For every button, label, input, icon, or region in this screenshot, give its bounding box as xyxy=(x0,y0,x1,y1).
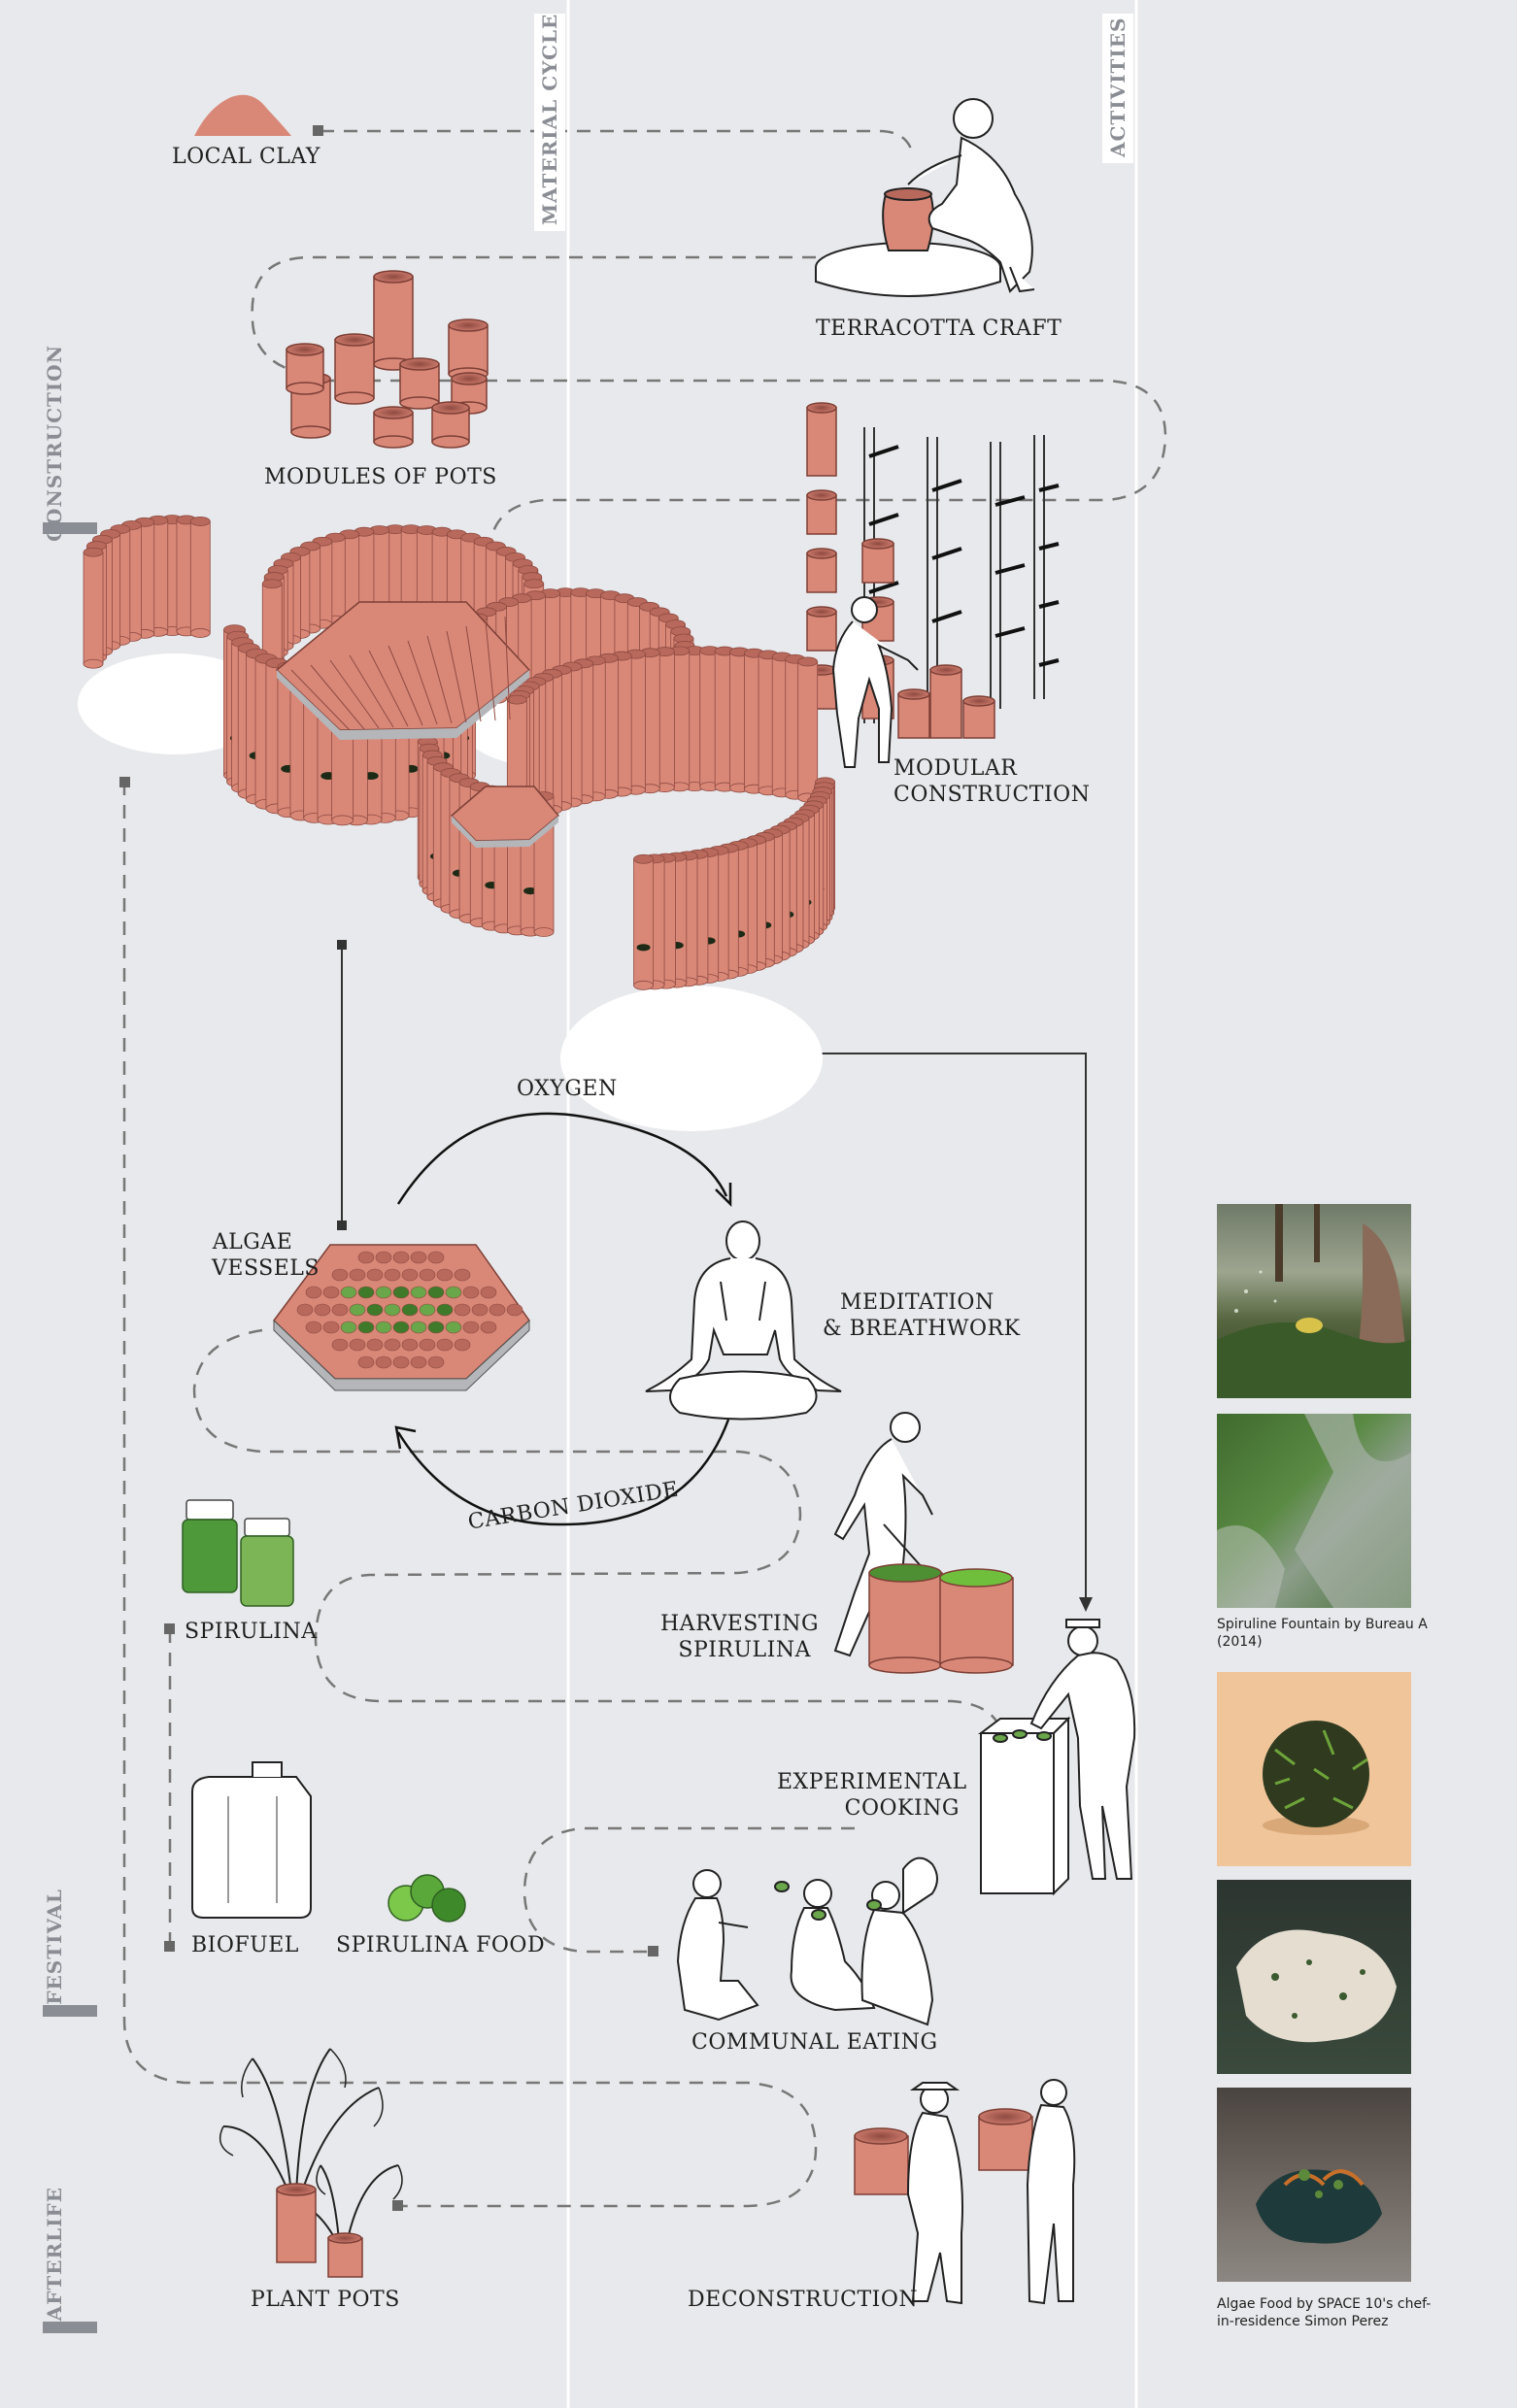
vessel-pot-grid xyxy=(296,1251,523,1369)
phase-festival-marker xyxy=(43,2005,97,2017)
photo-content xyxy=(1236,1929,1397,2043)
flow-node xyxy=(164,1941,175,1952)
modular-construction-label-line2: CONSTRUCTION xyxy=(893,783,1091,807)
photo-algae-food-3 xyxy=(1217,2088,1411,2282)
oxygen-arrow xyxy=(396,1112,728,1205)
spirulina-food-label: SPIRULINA FOOD xyxy=(336,1933,546,1957)
phase-afterlife-marker xyxy=(43,2322,97,2333)
flow-node xyxy=(648,1946,658,1956)
pavilion-pot-walls xyxy=(83,515,836,990)
spirulina-label: SPIRULINA xyxy=(185,1620,318,1644)
meditation-figure-icon xyxy=(645,1221,842,1421)
flow-node xyxy=(313,125,323,136)
phase-construction-marker xyxy=(43,522,97,534)
modular-construction-label-line1: MODULAR xyxy=(893,756,1018,781)
meditation-label-line1: MEDITATION xyxy=(840,1290,994,1315)
harvesting-figure-icon xyxy=(833,1412,1014,1674)
connector-node xyxy=(337,1221,347,1230)
photo-algae-food-2 xyxy=(1217,1880,1411,2074)
flow-craft-to-modules xyxy=(251,255,816,379)
carbon-dioxide-arrowhead xyxy=(394,1425,417,1450)
caption-spiruline-fountain: Spiruline Fountain by Bureau A (2014) xyxy=(1217,1617,1428,1650)
meditation-label: MEDITATION & BREATHWORK xyxy=(823,1289,1021,1342)
harvesting-spirulina-label-line1: HARVESTING xyxy=(660,1612,820,1636)
deconstruction-label: DECONSTRUCTION xyxy=(688,2288,919,2312)
modules-of-pots-icon xyxy=(286,270,489,449)
terracotta-craft-label: TERRACOTTA CRAFT xyxy=(816,317,1062,341)
spirulina-jars-icon xyxy=(182,1499,294,1607)
connector-arrowhead xyxy=(1079,1597,1093,1612)
oxygen-label: OXYGEN xyxy=(517,1077,618,1101)
modular-construction-icon xyxy=(806,402,1060,768)
modular-construction-label: MODULAR CONSTRUCTION xyxy=(893,755,1090,808)
communal-eating-label: COMMUNAL EATING xyxy=(691,2030,938,2055)
deconstruction-figures-icon xyxy=(854,2079,1076,2305)
plant-pots-icon xyxy=(219,2048,403,2278)
photo-content xyxy=(1256,2169,1382,2244)
flow-node xyxy=(119,777,130,787)
flow-modules-to-construction xyxy=(320,379,1167,545)
phase-construction-label: CONSTRUCTION xyxy=(43,345,66,542)
chef-figure-icon xyxy=(978,1619,1136,1896)
biofuel-label: BIOFUEL xyxy=(191,1933,299,1957)
photo-spiruline-fountain-1 xyxy=(1217,1204,1411,1398)
local-clay-label: LOCAL CLAY xyxy=(172,145,320,169)
connector-node xyxy=(337,940,347,950)
photo-content xyxy=(1263,1721,1369,1835)
spirulina-food-icon xyxy=(388,1874,466,1923)
photo-content xyxy=(1217,1414,1411,1608)
flow-node xyxy=(392,2200,403,2211)
potter-figure-icon xyxy=(815,98,1035,297)
experimental-cooking-label-line2: COOKING xyxy=(844,1796,960,1821)
clay-mound-icon xyxy=(194,94,291,136)
pavilion-roof xyxy=(275,601,560,848)
flow-node xyxy=(164,1623,175,1634)
plant-pots-label: PLANT POTS xyxy=(251,2288,400,2312)
biofuel-jerrycan-icon xyxy=(191,1761,312,1919)
photo-spiruline-fountain-2 xyxy=(1217,1414,1411,1608)
pavilion-structure-illustration xyxy=(78,515,836,1131)
communal-eating-figures-icon xyxy=(676,1856,938,2026)
flow-clay-to-craft xyxy=(320,129,915,156)
experimental-cooking-label: EXPERIMENTAL COOKING xyxy=(777,1769,967,1822)
harvesting-spirulina-label: HARVESTING SPIRULINA xyxy=(660,1611,820,1663)
carbon-dioxide-arrow xyxy=(396,1419,730,1526)
algae-vessels-icon xyxy=(273,1244,530,1391)
caption-algae-food: Algae Food by SPACE 10's chef-in-residen… xyxy=(1217,2296,1432,2329)
harvesting-spirulina-label-line2: SPIRULINA xyxy=(678,1638,811,1662)
oxygen-arrowhead xyxy=(715,1183,732,1208)
phase-festival-label: FESTIVAL xyxy=(43,1889,66,2005)
experimental-cooking-label-line1: EXPERIMENTAL xyxy=(777,1770,967,1794)
meditation-label-line2: & BREATHWORK xyxy=(823,1317,1021,1341)
phase-afterlife-label: AFTERLIFE xyxy=(43,2187,66,2322)
algae-vessels-label: ALGAE VESSELS xyxy=(212,1229,320,1282)
activities-header: ACTIVITIES xyxy=(1102,14,1133,163)
photo-content xyxy=(1217,1204,1411,1398)
builder-figure-icon xyxy=(831,596,919,768)
flow-vessels-loop xyxy=(192,1328,1002,1729)
modules-of-pots-label: MODULES OF POTS xyxy=(264,465,497,489)
material-cycle-header: MATERIAL CYCLE xyxy=(534,14,565,231)
flow-left-return xyxy=(122,782,818,2208)
algae-vessels-label-line2: VESSELS xyxy=(212,1256,320,1281)
photo-algae-food-1 xyxy=(1217,1672,1411,1866)
algae-vessels-label-line1: ALGAE xyxy=(212,1230,293,1254)
